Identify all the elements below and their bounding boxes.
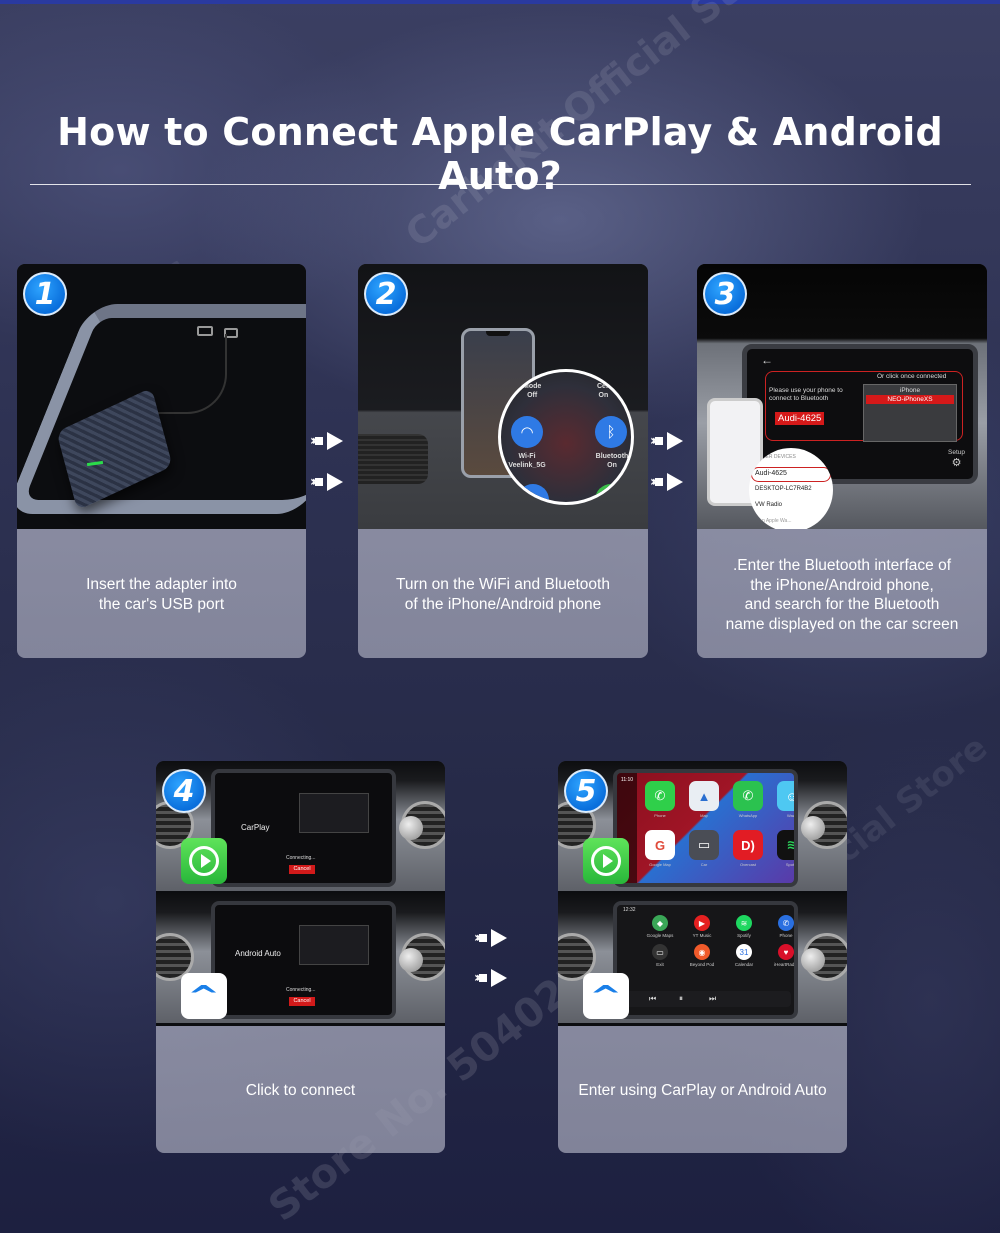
step-card-4: CarPlay Connecting... Cancel Android Aut… [156, 761, 445, 1153]
app-whatsapp[interactable]: ✆WhatsApp [733, 781, 767, 818]
step-number-badge: 4 [162, 769, 206, 813]
app-phone[interactable]: ✆Phone [645, 781, 679, 818]
step-1-photo: 1 [17, 264, 306, 529]
step-4-caption: Click to connect [245, 1082, 356, 1099]
next-icon[interactable]: ⏭ [709, 994, 717, 1003]
usb-cable [147, 334, 227, 414]
carplay-icon [583, 838, 629, 884]
head-unit-screen: CarPlay Connecting... Cancel [211, 769, 396, 887]
step-card-2: Mode Off Cell On ◠ ᛒ Wi-Fi Veelink_5G Bl… [358, 264, 648, 658]
step-2-photo: Mode Off Cell On ◠ ᛒ Wi-Fi Veelink_5G Bl… [358, 264, 648, 529]
step-5-caption: Enter using CarPlay or Android Auto [578, 1082, 827, 1099]
paired-phone-list: iPhone NEO-iPhoneXS [863, 384, 957, 442]
cancel-button[interactable]: Cancel [289, 997, 315, 1006]
step-3-caption: .Enter the Bluetooth interface of the iP… [725, 557, 959, 633]
app-map[interactable]: ▲Map [689, 781, 723, 818]
bluetooth-device-name: Audi-4625 [775, 412, 825, 425]
dashboard: Mode Off Cell On ◠ ᛒ Wi-Fi Veelink_5G Bl… [358, 264, 648, 529]
app-phone[interactable]: ✆Phone [769, 915, 794, 938]
next-arrow-icon: ››› [474, 969, 508, 987]
usb-port-icon [224, 328, 238, 338]
carplay-icon [181, 838, 227, 884]
step-number-badge: 2 [364, 272, 408, 316]
app-google-maps[interactable]: ◆Google Maps [643, 915, 677, 938]
bluetooth-icon: ᛒ [595, 416, 627, 448]
app-spotify[interactable]: ≋Spotify [727, 915, 761, 938]
app-spotify[interactable]: ≋Spotify [777, 830, 794, 867]
step-card-1: 1 Insert the adapter into the car's USB … [17, 264, 306, 658]
car-console [17, 264, 306, 529]
app-waze[interactable]: ☺Waze [777, 781, 794, 818]
android-auto-home-screen: 12:32 ◆Google Maps ▶YT Music ≋Spotify ✆P… [613, 901, 798, 1019]
device-list-zoom: OTHER DEVICES Audi-4625 DESKTOP-LC7R4B2 … [749, 448, 833, 529]
step-4-photo: CarPlay Connecting... Cancel Android Aut… [156, 761, 445, 1026]
step-2-caption: Turn on the WiFi and Bluetooth of the iP… [396, 576, 610, 613]
app-overcast[interactable]: D)Overcast [733, 830, 767, 867]
android-auto-app-grid: ◆Google Maps ▶YT Music ≋Spotify ✆Phone ▭… [643, 915, 794, 967]
next-arrow-icon: ››› [650, 432, 684, 450]
android-auto-icon: ^ [181, 973, 227, 1019]
step-number-badge: 3 [703, 272, 747, 316]
app-iheartradio[interactable]: ♥iHeartRadio [769, 944, 794, 967]
step-3-photo: ← Please use your phone to connect to Bl… [697, 264, 987, 529]
top-strip [0, 0, 1000, 4]
previous-icon[interactable]: ⏮ [649, 994, 657, 1003]
android-auto-media-bar: ⏮ ⏸ ⏭ [621, 991, 791, 1007]
next-arrow-icon: ››› [474, 929, 508, 947]
step-number-badge: 5 [564, 769, 608, 813]
phone-bluetooth-settings [707, 398, 763, 506]
wifi-icon: ◠ [511, 416, 543, 448]
step-1-caption: Insert the adapter into the car's USB po… [86, 576, 237, 613]
head-unit-screen: Android Auto Connecting... Cancel [211, 901, 396, 1019]
control-center-zoom: Mode Off Cell On ◠ ᛒ Wi-Fi Veelink_5G Bl… [498, 369, 634, 505]
android-auto-icon: ^ [583, 973, 629, 1019]
step-number-badge: 1 [23, 272, 67, 316]
cancel-button[interactable]: Cancel [289, 865, 315, 874]
next-arrow-icon: ››› [310, 473, 344, 491]
page-title: How to Connect Apple CarPlay & Android A… [57, 110, 943, 198]
app-yt-music[interactable]: ▶YT Music [685, 915, 719, 938]
next-arrow-icon: ››› [310, 432, 344, 450]
title-divider [30, 184, 971, 185]
next-arrow-icon: ››› [650, 473, 684, 491]
pause-icon[interactable]: ⏸ [679, 994, 683, 1003]
step-card-3: ← Please use your phone to connect to Bl… [697, 264, 987, 658]
app-beyond-pod[interactable]: ◉Beyond Pod [685, 944, 719, 967]
back-arrow-icon: ← [761, 353, 773, 367]
app-car[interactable]: ▭Car [689, 830, 723, 867]
setup-gear-icon: Setup⚙ [948, 449, 965, 469]
app-exit[interactable]: ▭Exit [643, 944, 677, 967]
